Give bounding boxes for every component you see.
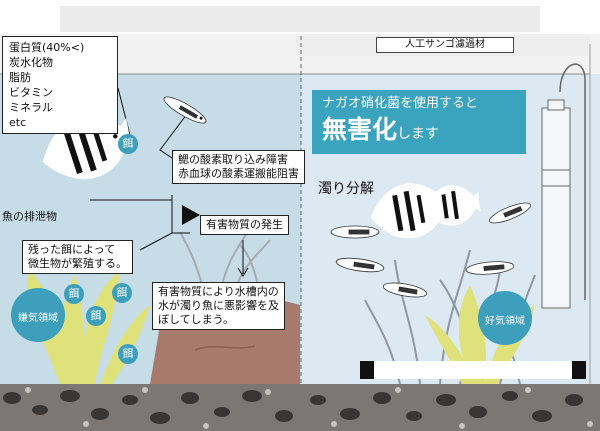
leftover-food-line: 残った餌によって	[28, 243, 116, 256]
murky-water-line: 水が濁り魚に悪影響を及	[158, 299, 279, 312]
banner-headline: 無害化します	[322, 116, 516, 148]
food-pellet-icon: 餌	[118, 134, 138, 154]
food-pellet-icon: 餌	[64, 284, 84, 304]
bacteria-banner: ナガオ硝化菌を使用すると 無害化します	[312, 90, 526, 154]
aerobic-zone-label: 好気領域	[485, 316, 525, 327]
nutrient-item: 脂肪	[9, 71, 31, 84]
banner-line: ナガオ硝化菌を使用すると	[322, 96, 479, 111]
gill-damage-line: 赤血球の酸素運搬能阻害	[178, 167, 299, 180]
heater-cap-right	[572, 361, 586, 379]
decomposition-label: 濁り分解	[318, 181, 374, 197]
filter-pipe	[541, 107, 571, 309]
gravel-stones	[3, 390, 583, 424]
angelfish-right-small	[425, 185, 482, 226]
banner-big-text: 無害化	[322, 115, 398, 144]
leftover-food-label: 残った餌によって 微生物が繁殖する。	[22, 240, 133, 274]
tetra-fish-right-group	[330, 202, 531, 298]
gravel-pebbles	[25, 387, 593, 429]
callout-arrowhead	[182, 205, 200, 225]
nutrient-item: ミネラル	[9, 101, 53, 114]
heater-cap-left	[360, 361, 374, 379]
leftover-food-line: 微生物が繁殖する。	[28, 257, 127, 270]
heater-bar	[360, 361, 586, 379]
anaerobic-zone-label: 嫌気領域	[18, 313, 58, 324]
filter-hose	[559, 63, 586, 300]
nutrient-list: 蛋白質(40%<) 炭水化物 脂肪 ビタミン ミネラル etc	[2, 36, 118, 134]
filter-media-label: 人工サンゴ濾過材	[376, 37, 514, 53]
callout-lines	[90, 87, 249, 277]
gill-damage-label: 鰓の酸素取り込み障害 赤血球の酸素運搬能阻害	[172, 150, 305, 184]
murky-water-line: 有害物質により水槽内の	[158, 285, 279, 298]
murky-water-line: ぼしてしまう。	[158, 313, 235, 326]
pipe-cap	[547, 99, 565, 111]
rock-crack	[194, 345, 256, 351]
banner-small-text: します	[397, 126, 440, 142]
gravel-bed	[0, 384, 600, 431]
murky-water-label: 有害物質により水槽内の 水が濁り魚に悪影響を及 ぼしてしまう。	[152, 282, 285, 330]
tetra-fish-left	[163, 96, 207, 124]
gill-damage-line: 鰓の酸素取り込み障害	[178, 153, 288, 166]
nutrient-item: 蛋白質(40%<)	[9, 41, 85, 54]
food-pellet-icon: 餌	[112, 283, 132, 303]
nutrient-item: ビタミン	[9, 86, 53, 99]
harmful-substance-label: 有害物質の発生	[200, 215, 289, 235]
fish-excretion-label: 魚の排泄物	[2, 210, 57, 223]
nutrient-item: etc	[9, 116, 27, 129]
nutrient-item: 炭水化物	[9, 56, 53, 69]
food-pellet-icon: 餌	[118, 344, 138, 364]
food-pellet-icon: 餌	[86, 306, 106, 326]
tank-lid	[60, 6, 540, 32]
